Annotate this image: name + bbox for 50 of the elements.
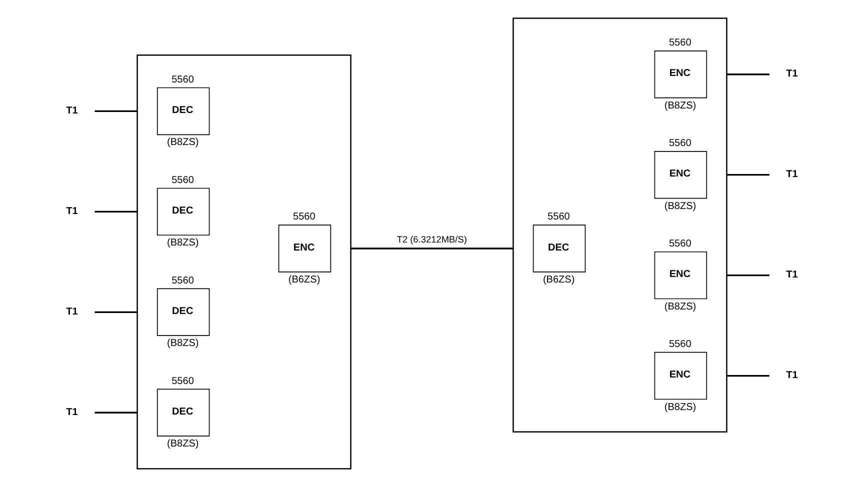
node-label: 5560 bbox=[668, 38, 692, 49]
cluster bbox=[136, 54, 352, 470]
node-text: T1 bbox=[66, 105, 78, 116]
cluster bbox=[512, 18, 728, 433]
node-label: (B8ZS) bbox=[664, 301, 696, 312]
node-box: DEC bbox=[532, 224, 586, 272]
node-text: T1 bbox=[786, 269, 798, 280]
node-box: DEC bbox=[156, 388, 210, 436]
connector bbox=[350, 248, 514, 250]
node-box: ENC bbox=[654, 150, 708, 199]
node-box: DEC bbox=[156, 288, 210, 336]
node-label: (B8ZS) bbox=[664, 100, 696, 112]
node-label: 5560 bbox=[548, 212, 570, 223]
node-label: 5560 bbox=[172, 174, 194, 186]
node-label: 5560 bbox=[172, 376, 194, 387]
connector bbox=[726, 274, 770, 276]
connector bbox=[94, 412, 138, 414]
connector bbox=[726, 74, 770, 76]
connector bbox=[94, 311, 138, 313]
node-box: ENC bbox=[278, 224, 332, 272]
connector bbox=[726, 174, 770, 176]
node-label: (B8ZS) bbox=[166, 238, 199, 249]
node-label: (B8ZS) bbox=[664, 200, 696, 212]
node-text: T1 bbox=[66, 206, 78, 217]
node-box: DEC bbox=[156, 188, 210, 236]
node-label: (B8ZS) bbox=[166, 438, 199, 450]
node-label: 5560 bbox=[668, 238, 692, 250]
node-text: T1 bbox=[66, 406, 78, 418]
node-box: ENC bbox=[654, 50, 708, 98]
edge-label: T2 (6.3212MB/S) bbox=[396, 234, 467, 244]
node-label: (B8ZS) bbox=[166, 137, 199, 148]
connector bbox=[726, 374, 770, 377]
node-label: 5560 bbox=[668, 138, 692, 150]
node-label: (B8ZS) bbox=[664, 402, 696, 413]
node-text: T1 bbox=[66, 306, 78, 318]
node-label: (B6ZS) bbox=[288, 274, 320, 286]
node-label: 5560 bbox=[668, 338, 692, 350]
node-label: 5560 bbox=[293, 212, 316, 223]
node-label: 5560 bbox=[172, 74, 194, 86]
node-label: (B8ZS) bbox=[166, 338, 199, 350]
node-box: DEC bbox=[156, 87, 210, 136]
node-box: ENC bbox=[654, 352, 708, 400]
connector bbox=[94, 110, 138, 112]
node-text: T1 bbox=[786, 370, 798, 381]
node-box: ENC bbox=[654, 251, 708, 300]
connector bbox=[94, 210, 138, 213]
node-label: (B6ZS) bbox=[542, 274, 575, 286]
node-text: T1 bbox=[786, 68, 798, 80]
node-text: T1 bbox=[786, 169, 798, 180]
node-label: 5560 bbox=[172, 275, 194, 286]
